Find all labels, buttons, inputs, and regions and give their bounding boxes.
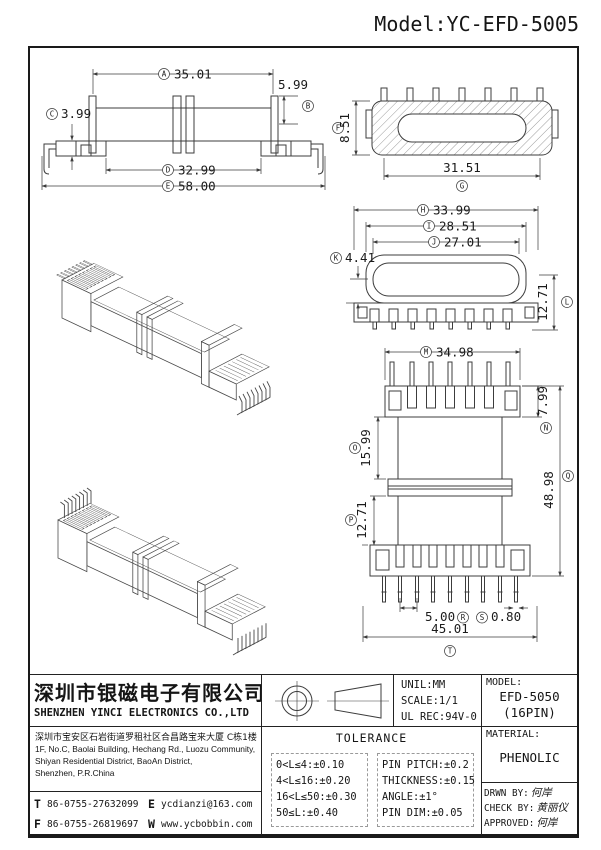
unit-spec: UNIL:MM bbox=[401, 679, 446, 691]
tolerance-row: PIN DIM:±0.05 bbox=[382, 807, 463, 819]
dim-value: 8.51 bbox=[337, 113, 352, 143]
material-cell: MATERIAL: PHENOLIC bbox=[482, 727, 577, 783]
model-value: EFD-5050 bbox=[499, 689, 560, 704]
dim-value: 28.51 bbox=[439, 219, 477, 234]
drawn-by-value: 何岸 bbox=[530, 787, 552, 799]
signature-cell: DRWN BY:何岸 CHECK BY:黄丽仪 APPROVED:何岸 bbox=[482, 783, 577, 835]
dim-value: 33.99 bbox=[433, 203, 471, 218]
dim-letter: G bbox=[460, 182, 465, 191]
web-value: www.ycbobbin.com bbox=[161, 819, 253, 830]
dim-value: 34.98 bbox=[436, 345, 474, 360]
dim-value: 27.01 bbox=[444, 235, 482, 250]
tolerance-row: 4<L≤16:±0.20 bbox=[276, 775, 351, 787]
dim-letter: F bbox=[336, 124, 341, 133]
email-label: E bbox=[148, 797, 155, 811]
dim-value: 5.99 bbox=[278, 77, 308, 92]
top-view-drawing: F 8.51 31.51 G bbox=[332, 87, 559, 192]
dim-value: 12.71 bbox=[354, 501, 369, 539]
dim-value: 3.99 bbox=[61, 106, 91, 121]
dim-value: 0.80 bbox=[491, 609, 521, 624]
tel-value: 86-0755-27632099 bbox=[47, 799, 139, 810]
projection-symbol-icon bbox=[274, 680, 389, 721]
projection-symbol-cell bbox=[262, 675, 394, 727]
dim-letter: N bbox=[544, 424, 549, 433]
tolerance-title: TOLERANCE bbox=[335, 731, 408, 745]
dim-value: 7.99 bbox=[535, 386, 550, 416]
tolerance-row: 16<L≤50:±0.30 bbox=[276, 791, 357, 803]
model-label: MODEL: bbox=[486, 677, 523, 688]
dim-value: 15.99 bbox=[358, 429, 373, 467]
dim-letter: D bbox=[166, 166, 171, 175]
dim-letter: K bbox=[334, 254, 339, 263]
approved-label: APPROVED: bbox=[484, 818, 535, 829]
dim-letter: A bbox=[162, 70, 167, 79]
scale-spec: SCALE:1/1 bbox=[401, 694, 458, 707]
model-cell: MODEL: EFD-5050 (16PIN) bbox=[482, 675, 577, 727]
pin-view-drawing: M 34.98 7.99 N 15.99 O 12.71 P 48.98 Q 5… bbox=[345, 345, 574, 657]
approved-value: 何岸 bbox=[536, 817, 558, 829]
fax-value: 86-0755-26819697 bbox=[47, 819, 139, 830]
model-pin-count: (16PIN) bbox=[503, 705, 556, 720]
tolerance-row: 50≤L:±0.40 bbox=[276, 807, 338, 819]
dim-value: 31.51 bbox=[443, 160, 481, 175]
address-line-3: Shenzhen, P.R.China bbox=[35, 768, 115, 779]
dim-letter: M bbox=[424, 348, 429, 357]
sheet-model-title: Model:YC-EFD-5005 bbox=[374, 12, 579, 36]
tolerance-row: PIN PITCH:±0.2 bbox=[382, 759, 469, 771]
dim-letter: O bbox=[353, 444, 358, 453]
isometric-view-1 bbox=[56, 260, 271, 416]
drawn-by-label: DRWN BY: bbox=[484, 788, 529, 799]
dim-value: 45.01 bbox=[431, 621, 469, 636]
address-line-2: Shiyan Residential District, BaoAn Distr… bbox=[35, 756, 193, 767]
material-value: PHENOLIC bbox=[499, 750, 560, 765]
company-name-cell: 深圳市银磁电子有限公司 SHENZHEN YINCI ELECTRONICS C… bbox=[30, 675, 262, 727]
tolerance-cell: TOLERANCE 0<L≤4:±0.10 4<L≤16:±0.20 16<L≤… bbox=[262, 727, 482, 835]
tolerance-row: ANGLE:±1° bbox=[382, 791, 438, 803]
dim-value: 58.00 bbox=[178, 179, 216, 194]
dim-letter: B bbox=[306, 102, 311, 111]
address-chinese: 深圳市宝安区石岩街道罗租社区合昌路宝来大厦 C栋1楼 bbox=[35, 733, 257, 743]
dim-letter: T bbox=[448, 647, 453, 656]
dim-letter: J bbox=[432, 238, 437, 247]
web-label: W bbox=[148, 817, 155, 831]
address-line-1: 1F, No.C, Baolai Building, Hechang Rd., … bbox=[35, 744, 256, 754]
tolerance-feature-box: PIN PITCH:±0.2 THICKNESS:±0.15 ANGLE:±1°… bbox=[377, 753, 475, 827]
dim-letter: L bbox=[565, 298, 570, 307]
dim-letter: S bbox=[480, 613, 485, 622]
dim-letter: R bbox=[461, 613, 466, 622]
material-label: MATERIAL: bbox=[486, 729, 541, 740]
dim-letter: C bbox=[50, 110, 55, 119]
email-value: ycdianzi@163.com bbox=[161, 799, 253, 810]
side-view-drawing: A 35.01 5.99 B C 3.99 D 32.99 E 58.00 bbox=[41, 67, 326, 194]
spec-cell: UNIL:MM SCALE:1/1 UL REC:94V-0 bbox=[394, 675, 482, 727]
dim-value: 32.99 bbox=[178, 163, 216, 178]
fax-label: F bbox=[34, 817, 41, 831]
company-address-cell: 深圳市宝安区石岩街道罗租社区合昌路宝来大厦 C栋1楼 1F, No.C, Bao… bbox=[30, 727, 262, 791]
company-name-chinese: 深圳市银磁电子有限公司 bbox=[34, 681, 262, 705]
dim-value: 35.01 bbox=[174, 67, 212, 82]
dim-letter: Q bbox=[566, 472, 571, 481]
drawing-frame: A 35.01 5.99 B C 3.99 D 32.99 E 58.00 F … bbox=[28, 46, 579, 838]
dim-letter: P bbox=[349, 516, 354, 525]
company-name-english: SHENZHEN YINCI ELECTRONICS CO.,LTD bbox=[34, 707, 249, 719]
dim-value: 5.00 bbox=[425, 609, 455, 624]
tolerance-length-box: 0<L≤4:±0.10 4<L≤16:±0.20 16<L≤50:±0.30 5… bbox=[271, 753, 368, 827]
check-by-value: 黄丽仪 bbox=[536, 802, 568, 814]
tel-label: T bbox=[34, 797, 41, 811]
tolerance-row: THICKNESS:±0.15 bbox=[382, 775, 475, 787]
dim-value: 48.98 bbox=[541, 471, 556, 509]
dim-letter: H bbox=[421, 206, 426, 215]
dim-value: 12.71 bbox=[535, 283, 550, 321]
tolerance-row: 0<L≤4:±0.10 bbox=[276, 759, 345, 771]
title-block: 深圳市银磁电子有限公司 SHENZHEN YINCI ELECTRONICS C… bbox=[30, 674, 577, 835]
isometric-view-2 bbox=[57, 487, 267, 656]
front-view-drawing: H 33.99 I 28.51 J 27.01 K 4.41 12.71 L bbox=[330, 203, 573, 331]
dim-letter: I bbox=[427, 222, 432, 231]
ul-rec-spec: UL REC:94V-0 bbox=[401, 710, 477, 723]
check-by-label: CHECK BY: bbox=[484, 803, 535, 814]
dim-value: 4.41 bbox=[345, 250, 375, 265]
dim-letter: E bbox=[166, 182, 171, 191]
